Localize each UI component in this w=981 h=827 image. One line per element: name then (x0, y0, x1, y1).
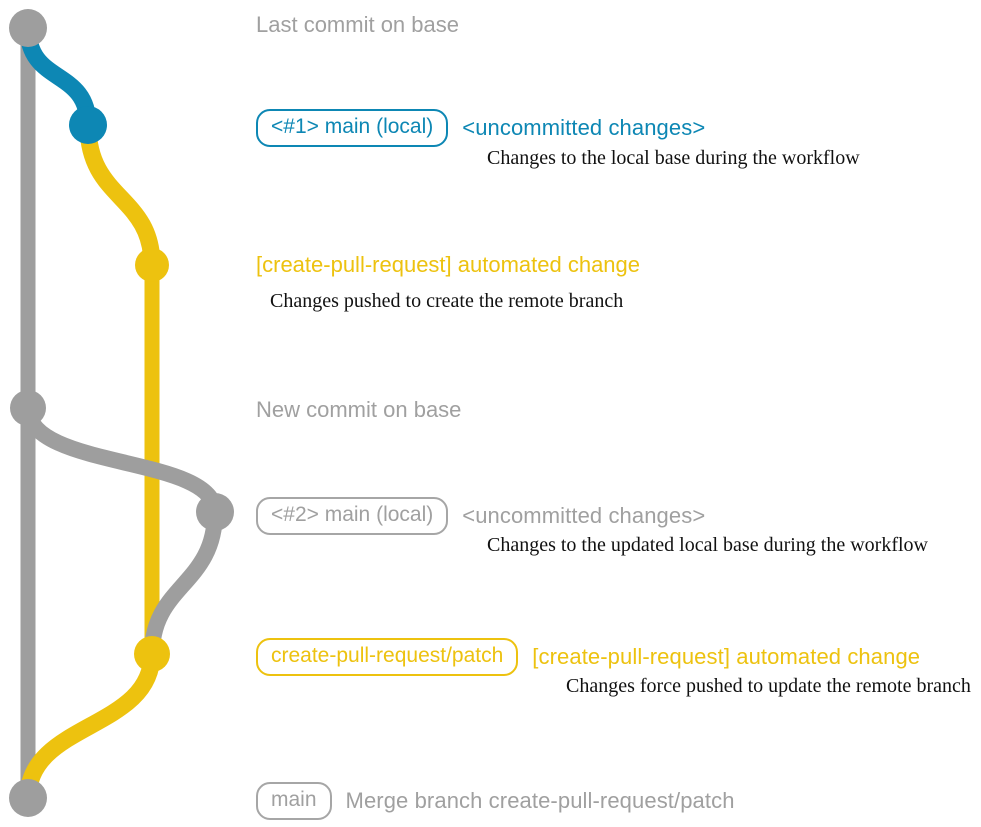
commit-row-local-2: <#2> main (local) <uncommitted changes> (256, 497, 705, 535)
commit-headline-new-commit-on-base: New commit on base (256, 397, 462, 422)
branch-badge-main-local-2[interactable]: <#2> main (local) (256, 497, 449, 535)
graph-node-base-2[interactable] (10, 390, 46, 426)
commit-subject-merge: Merge branch create-pull-request/patch (345, 788, 735, 813)
graph-edge-local2-to-remote2 (144, 504, 223, 662)
commit-subject-remote-2: [create-pull-request] automated change (532, 644, 921, 669)
graph-node-local-1[interactable] (69, 106, 107, 144)
commit-row-merge: main Merge branch create-pull-request/pa… (256, 782, 735, 820)
commit-description-local-2: Changes to the updated local base during… (487, 534, 928, 556)
commit-description-remote-2: Changes force pushed to update the remot… (566, 675, 971, 697)
commit-description-remote-1: Changes pushed to create the remote bran… (270, 290, 624, 312)
graph-edge-remote2-to-base3 (19, 645, 161, 807)
graph-node-local-2[interactable] (196, 493, 234, 531)
commit-description-local-1: Changes to the local base during the wor… (487, 147, 860, 169)
commit-subject-uncommitted-changes-2: <uncommitted changes> (462, 503, 706, 528)
branch-badge-create-pull-request-patch[interactable]: create-pull-request/patch (256, 638, 519, 676)
branch-badge-main-local-1[interactable]: <#1> main (local) (256, 109, 449, 147)
commit-headline-last-commit-on-base: Last commit on base (256, 12, 459, 37)
graph-node-base-3[interactable] (9, 779, 47, 817)
graph-node-remote-2[interactable] (134, 636, 170, 672)
graph-node-remote-1[interactable] (135, 248, 169, 282)
commit-headline-remote-1: [create-pull-request] automated change (256, 252, 641, 277)
branch-badge-main[interactable]: main (256, 782, 332, 820)
commit-row-local-1: <#1> main (local) <uncommitted changes> (256, 109, 705, 147)
graph-edge-local1-to-remote1 (79, 116, 161, 274)
graph-node-base-1[interactable] (9, 9, 47, 47)
commit-subject-uncommitted-changes-1: <uncommitted changes> (462, 115, 706, 140)
graph-edge-base2-to-local2 (20, 400, 223, 520)
commit-row-remote-2: create-pull-request/patch [create-pull-r… (256, 638, 920, 676)
